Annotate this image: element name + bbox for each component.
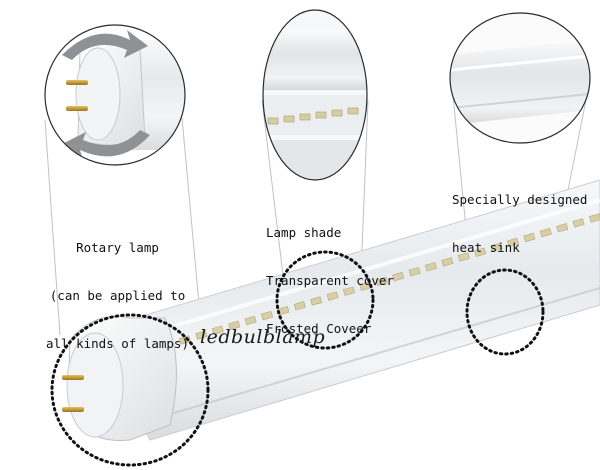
callout-shade-line-2: Transparent cover bbox=[266, 273, 394, 288]
led-chip bbox=[310, 296, 323, 306]
led-chip bbox=[326, 291, 339, 301]
callout-rotary-line-1: Rotary lamp bbox=[76, 240, 159, 255]
led-chip-row bbox=[178, 213, 600, 345]
led-chip bbox=[490, 242, 503, 252]
led-chip bbox=[260, 310, 274, 321]
callout-heatsink-line-1: Specially designed bbox=[452, 192, 588, 207]
tube-end-cap bbox=[62, 315, 177, 441]
led-chip bbox=[293, 301, 306, 311]
callout-rotary-lamp: Rotary lamp (can be applied to all kinds… bbox=[46, 208, 189, 368]
led-chip bbox=[375, 276, 388, 287]
led-chip-row-zoom bbox=[267, 107, 359, 125]
callout-lamp-shade: Lamp shade Transparent cover Frosted Cov… bbox=[266, 193, 394, 353]
led-chip bbox=[424, 262, 438, 272]
callout-shade-line-3: Frosted Coveer bbox=[266, 321, 372, 336]
led-chip bbox=[408, 267, 421, 277]
led-chip bbox=[572, 218, 585, 228]
highlight-ring-end-cap bbox=[50, 313, 210, 467]
callout-heat-sink: Specially designed heat sink bbox=[452, 160, 587, 272]
highlight-ring-shade bbox=[275, 250, 375, 350]
rotate-arrow-bottom bbox=[62, 130, 150, 160]
watermark: ledbulblamp bbox=[200, 326, 326, 348]
highlight-ring-heatsink bbox=[465, 268, 545, 356]
rotate-arrow-top bbox=[62, 30, 148, 60]
led-chip bbox=[195, 330, 208, 340]
led-chip bbox=[556, 223, 569, 233]
zoom-bubble-shade bbox=[262, 9, 368, 181]
led-chip bbox=[211, 325, 224, 335]
zoom-bubble-heatsink bbox=[449, 12, 591, 144]
led-tube bbox=[94, 179, 600, 441]
led-chip bbox=[441, 257, 454, 267]
led-chip bbox=[342, 286, 356, 296]
callout-rotary-line-3: all kinds of lamps) bbox=[46, 336, 189, 351]
led-chip bbox=[506, 237, 520, 248]
highlight-rings bbox=[50, 250, 545, 467]
led-chip bbox=[539, 227, 552, 238]
led-chip bbox=[457, 252, 470, 262]
led-chip bbox=[392, 271, 405, 282]
led-chip bbox=[523, 232, 536, 243]
callout-rotary-line-2: (can be applied to bbox=[49, 288, 186, 303]
led-chip bbox=[228, 320, 241, 331]
led-chip bbox=[244, 315, 257, 326]
tube-pins bbox=[62, 375, 84, 412]
led-chip bbox=[474, 247, 487, 257]
zoom-bubble-rotary bbox=[44, 24, 186, 166]
callout-shade-line-1: Lamp shade bbox=[266, 225, 342, 240]
callout-heatsink-line-2: heat sink bbox=[452, 240, 520, 255]
